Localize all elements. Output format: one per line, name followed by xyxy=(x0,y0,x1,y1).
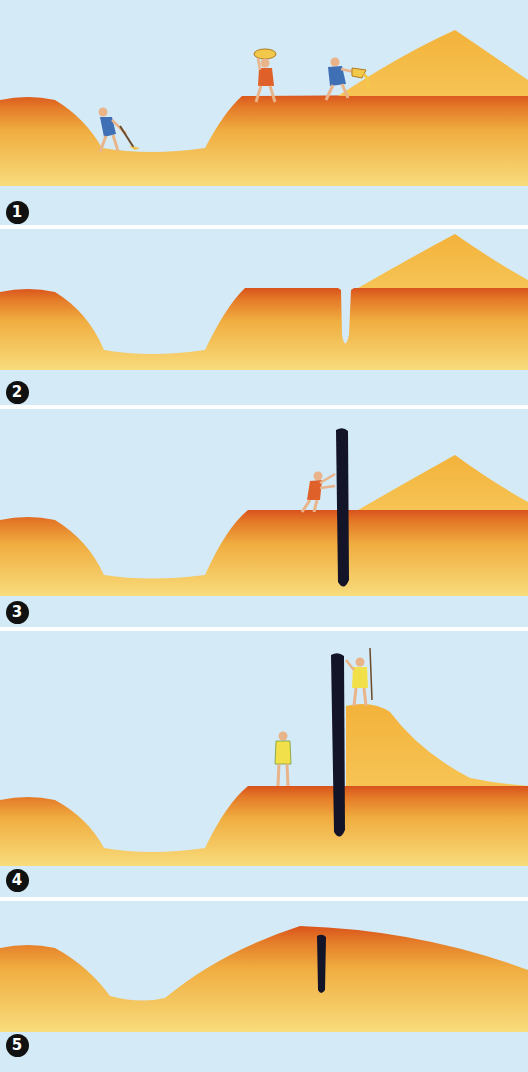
callout-slot: 1 xyxy=(6,201,29,224)
panel-scene xyxy=(0,234,528,370)
ground xyxy=(0,926,528,1032)
figure-part xyxy=(302,500,310,512)
figure-part xyxy=(342,84,348,98)
ground xyxy=(0,288,528,370)
figure-part xyxy=(352,667,368,688)
worker-figure xyxy=(326,58,369,101)
callout-slot: 3 xyxy=(6,601,29,624)
standing-stone xyxy=(317,935,326,993)
ground xyxy=(0,786,528,866)
earth-mound xyxy=(346,704,528,786)
figure-part xyxy=(120,126,134,148)
figure-part xyxy=(314,500,317,512)
worker-figure xyxy=(275,732,291,787)
figure-part xyxy=(314,472,323,481)
figure-part xyxy=(270,86,275,102)
figure-part xyxy=(287,764,288,786)
callout-number: 1 xyxy=(6,201,29,224)
figure-part xyxy=(356,658,365,667)
figure-part xyxy=(129,146,140,150)
worker-figure xyxy=(99,108,141,153)
worker-figure xyxy=(346,648,372,706)
callout-number: 3 xyxy=(6,601,29,624)
figure-part xyxy=(346,660,354,670)
figure-part xyxy=(364,688,366,706)
ground xyxy=(0,94,528,186)
standing-stone xyxy=(331,653,345,836)
figure-part xyxy=(370,648,372,700)
figure-part xyxy=(254,49,276,59)
worker-figure xyxy=(254,49,276,102)
figure-part xyxy=(320,486,335,488)
panel-scene xyxy=(0,926,528,1032)
panel-scene xyxy=(0,648,528,866)
figure-part xyxy=(354,688,356,706)
panel-separator xyxy=(0,405,528,409)
figure-part xyxy=(258,68,274,86)
figure-part xyxy=(99,108,108,117)
callout-slot: 2 xyxy=(6,381,29,404)
figure-part xyxy=(279,732,288,741)
callout-slot: 4 xyxy=(6,869,29,892)
standing-stone xyxy=(336,428,349,586)
figure-part xyxy=(278,764,279,786)
figure-part xyxy=(261,59,270,68)
panel-separator xyxy=(0,225,528,229)
panel-separator xyxy=(0,627,528,631)
figure-part xyxy=(307,480,322,500)
earth-mound xyxy=(338,30,528,96)
figure-part xyxy=(113,135,118,151)
figure-part xyxy=(326,85,333,100)
panel-scene xyxy=(0,428,528,596)
earth-mound xyxy=(358,234,528,288)
figure-part xyxy=(258,58,260,70)
figure-part xyxy=(275,741,291,764)
callout-number: 5 xyxy=(6,1034,29,1057)
figure-part xyxy=(320,474,335,483)
figure-part xyxy=(364,74,369,90)
callout-number: 4 xyxy=(6,869,29,892)
ground xyxy=(0,510,528,596)
figure-part xyxy=(352,68,366,78)
panel-separator xyxy=(0,897,528,901)
figure-part xyxy=(100,136,106,152)
earth-mound xyxy=(358,455,528,510)
callout-slot: 5 xyxy=(6,1034,29,1057)
figure-part xyxy=(331,58,340,67)
worker-figure xyxy=(302,472,335,513)
figure-part xyxy=(256,86,261,102)
panel-scene xyxy=(0,30,528,186)
callout-number: 2 xyxy=(6,381,29,404)
